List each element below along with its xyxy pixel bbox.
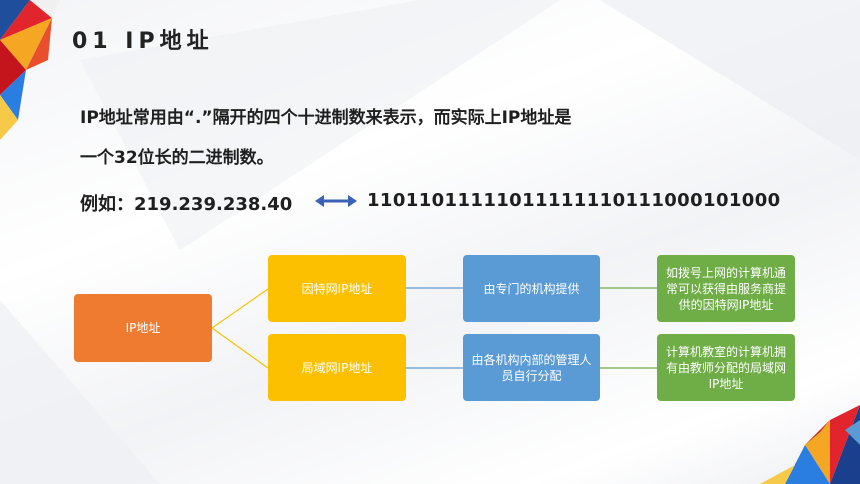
double-arrow-icon [315,195,357,207]
example-binary: 11011011111011111110111000101000 [367,190,781,211]
node-internet-ip: 因特网IP地址 [268,255,406,322]
node-assigned-by-admin: 由各机构内部的管理人员自行分配 [463,334,600,401]
node-ip-address: IP地址 [74,294,212,362]
description-line-1: IP地址常用由“.”隔开的四个十进制数来表示，而实际上IP地址是 [80,108,572,128]
page-title: 01 IP地址 [72,29,214,54]
node-provided-by-agency: 由专门的机构提供 [463,255,600,322]
node-example-dialup: 如拨号上网的计算机通常可以获得由服务商提供的因特网IP地址 [657,255,795,322]
description-line-2: 一个32位长的二进制数。 [80,148,274,168]
node-lan-ip: 局域网IP地址 [268,334,406,401]
node-example-classroom: 计算机教室的计算机拥有由教师分配的局域网IP地址 [657,334,795,401]
example-decimal: 例如：219.239.238.40 [80,194,293,215]
